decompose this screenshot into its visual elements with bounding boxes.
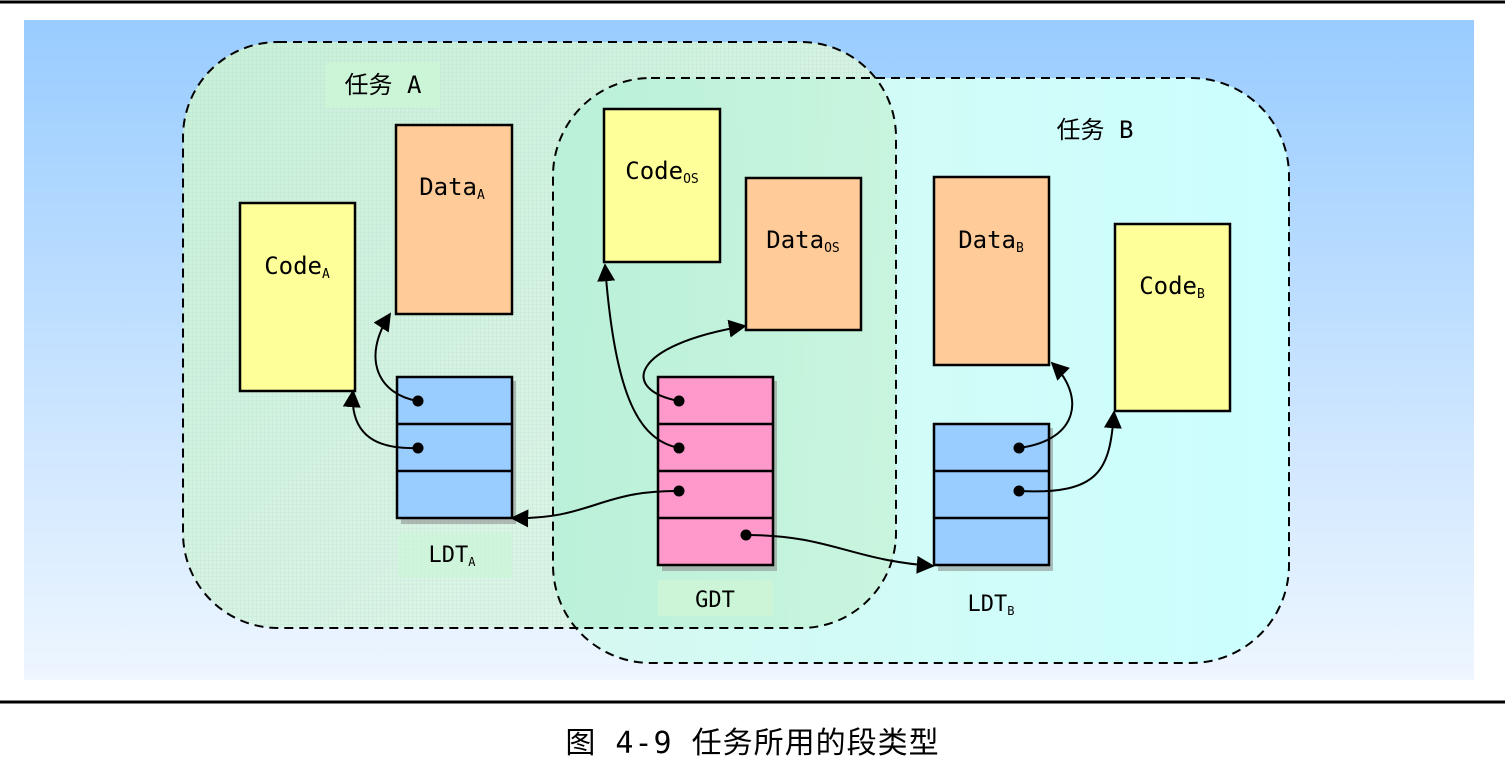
ldt-b-table: [932, 422, 1053, 571]
arrow-ldt-b-to-code-b: [1018, 410, 1122, 493]
arrow-gdt-to-data-os: [642, 319, 747, 402]
data-a-label: DataA: [419, 173, 485, 203]
arrow-ldt-a-to-code-a: [342, 389, 419, 450]
code-os-label: CodeOS: [625, 157, 698, 187]
ldt-a-label: LDTA: [429, 543, 477, 569]
data-b-segment: [932, 175, 1051, 367]
gdt-label: GDT: [695, 588, 735, 613]
arrow-ldt-a-to-data-a: [373, 312, 419, 402]
data-b-label: DataB: [958, 226, 1024, 256]
task-b-label: 任务 B: [1057, 116, 1134, 144]
code-a-label: CodeA: [264, 252, 330, 282]
arrow-gdt-to-ldt-a: [510, 489, 680, 528]
task-a-label: 任务 A: [345, 71, 422, 99]
ldt-a-label-bg: [398, 532, 512, 578]
task-a-outline: [182, 41, 897, 629]
code-os-segment: [602, 107, 722, 264]
arrow-gdt-to-code-os: [597, 263, 680, 449]
data-a-segment: [394, 123, 514, 316]
data-os-label: DataOS: [766, 226, 839, 256]
arrow-gdt-to-ldt-b: [745, 534, 935, 574]
arrow-ldt-b-to-data-b: [1018, 361, 1074, 449]
ldt-b-label: LDTB: [968, 592, 1015, 618]
ldt-a-table: [395, 375, 516, 524]
figure-caption: 图 4-9 任务所用的段类型: [565, 726, 940, 761]
data-os-segment: [744, 176, 863, 332]
code-a-segment: [238, 201, 357, 393]
code-b-segment: [1113, 222, 1232, 413]
task-b-outline: [552, 77, 1290, 664]
gdt-table: [656, 375, 777, 571]
code-b-label: CodeB: [1139, 272, 1205, 302]
gdt-label-bg: [658, 580, 773, 616]
task-a-label-bg: [325, 62, 440, 108]
